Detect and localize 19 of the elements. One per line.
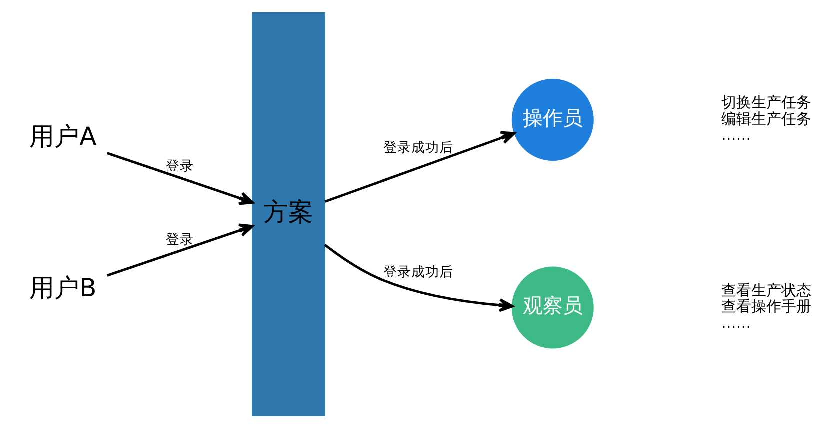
node-text: 用户A	[29, 122, 96, 151]
node-text: 用户B	[29, 274, 96, 303]
node-label: ……	[720, 314, 751, 332]
node-label: 查看生产状态	[720, 281, 811, 300]
arrow	[324, 131, 516, 203]
node-box: 方案	[252, 12, 325, 416]
edge-label: 登录成功后	[383, 140, 454, 156]
node-circle: 观察员	[511, 266, 594, 349]
edge-label: 登录	[165, 158, 194, 175]
node-label: 切换生产任务	[720, 94, 811, 112]
edge-label: 登录成功后	[383, 264, 454, 280]
node-label: ……	[720, 126, 751, 144]
edge-label: 登录	[165, 232, 194, 248]
node-label: 编辑生产任务	[720, 110, 811, 128]
arrow	[324, 244, 514, 312]
arrow	[106, 224, 254, 277]
arrow	[106, 152, 254, 206]
node-circle: 操作员	[511, 79, 594, 162]
node-label: 查看操作手册	[720, 298, 811, 316]
